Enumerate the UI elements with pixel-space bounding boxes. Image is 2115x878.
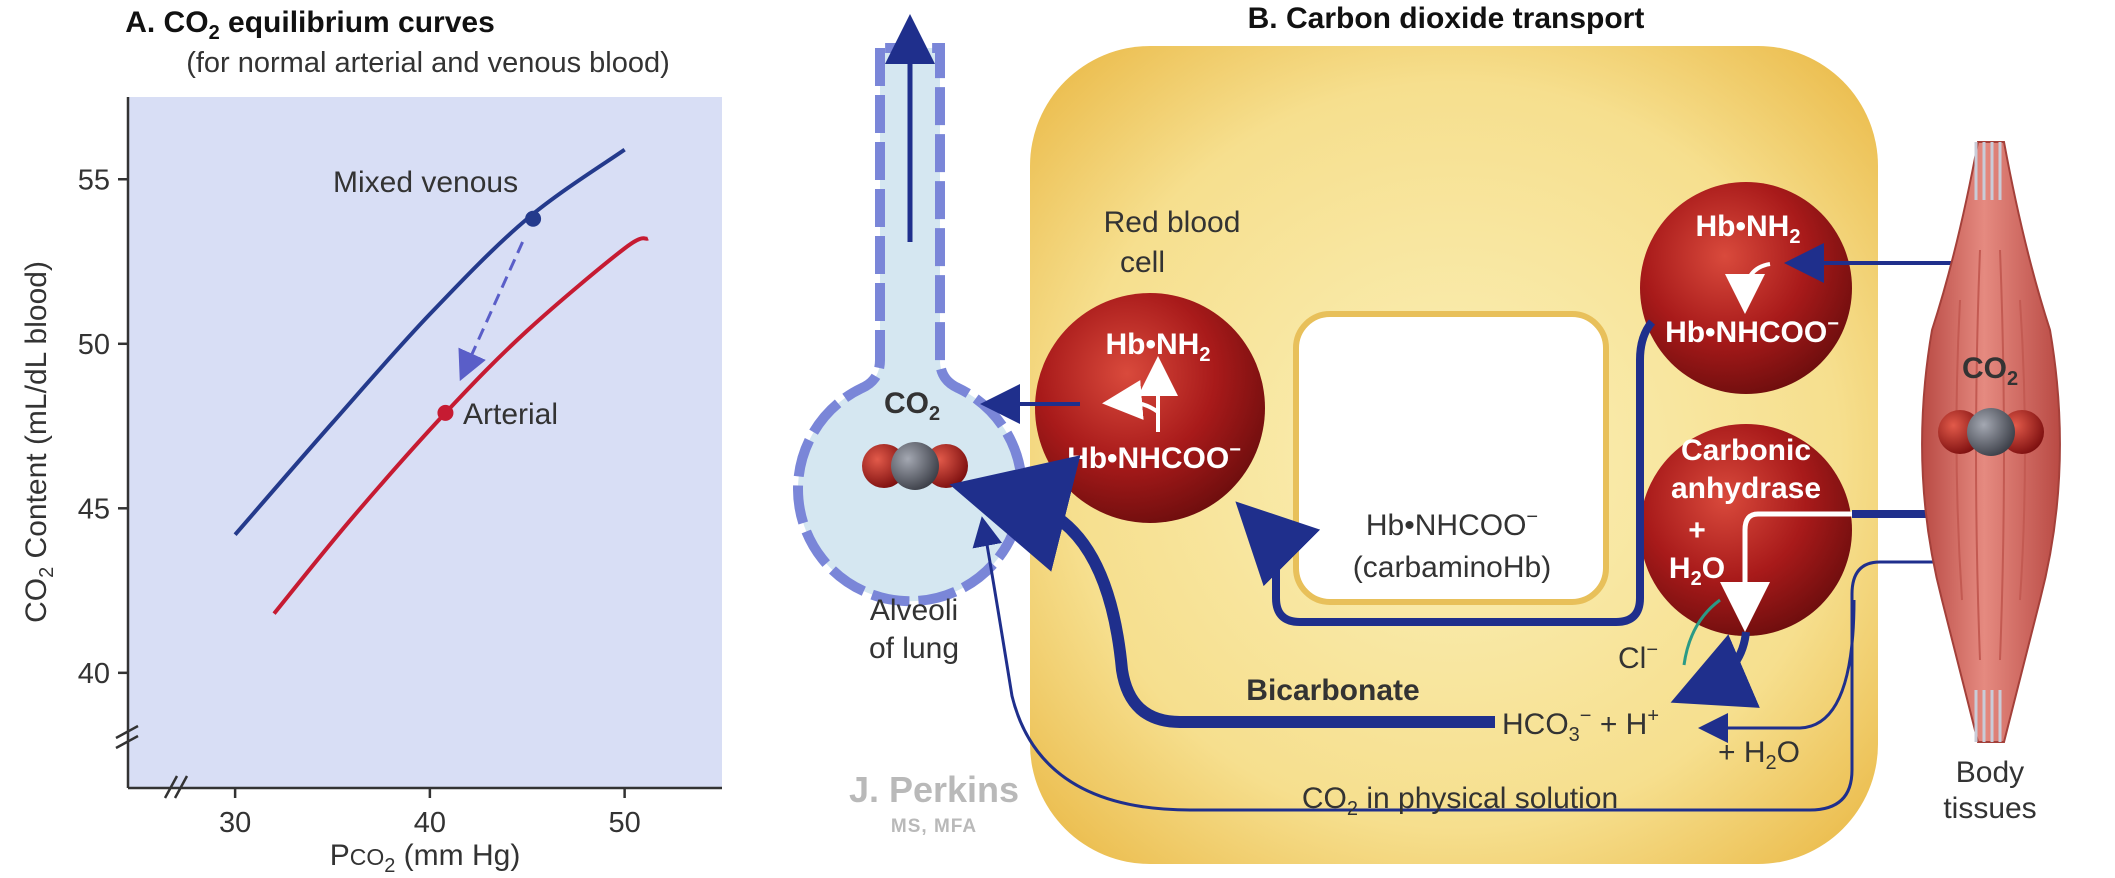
chloride-label: Cl− <box>1618 639 1658 675</box>
venous-to-arterial-arrow <box>458 241 524 382</box>
y-tick-label: 40 <box>78 658 110 690</box>
rbc-right-top-top: Hb•NH2 <box>1696 210 1801 248</box>
point-mixed-venous <box>525 210 542 227</box>
carbonic-anhydrase-line2: anhydrase <box>1671 472 1821 505</box>
alveoli-label-line1: Alveoli <box>870 594 958 627</box>
point-arterial <box>437 404 454 421</box>
chloride-shift-arrow <box>1682 598 1721 666</box>
hco3-equation: HCO3− + H+ <box>1502 705 1659 746</box>
y-axis-break <box>115 724 139 750</box>
physical-solution-label: CO2 in physical solution <box>1302 782 1618 820</box>
rbc-label-line2: cell <box>1120 246 1165 279</box>
series-line-arterial <box>272 236 649 615</box>
x-tick-label: 40 <box>414 807 446 839</box>
x-axis-label: PCO2 (mm Hg) <box>330 839 521 877</box>
carbamino-return-path <box>1235 319 1656 626</box>
rbc-right-bottom: Carbonic anhydrase + H2O <box>1640 424 1960 636</box>
rbc-left-bottom: Hb•NHCOO− <box>1067 439 1241 475</box>
y-axis-label: CO2 Content (mL/dL blood) <box>20 261 58 623</box>
axis-ticks: 30 40 50 40 45 50 55 <box>78 164 641 839</box>
label-mixed-venous: Mixed venous <box>333 166 518 199</box>
chart-title: A. CO2 equilibrium curves <box>125 6 495 44</box>
rbc-label-line1: Red blood <box>1104 206 1241 239</box>
carbamino-label-line2: (carbaminoHb) <box>1353 551 1551 584</box>
bicarbonate-label: Bicarbonate <box>1246 674 1419 707</box>
x-tick-label: 50 <box>608 807 640 839</box>
x-axis-break <box>163 775 189 799</box>
bicarbonate-path <box>949 455 1495 728</box>
carbamino-label-line1: Hb•NHCOO− <box>1366 506 1538 542</box>
tissue-label-line1: Body <box>1956 756 2024 789</box>
inner-window <box>1293 311 1609 605</box>
carbonic-anhydrase-water: H2O <box>1669 552 1725 590</box>
signature-degree: MS, MFA <box>891 816 977 837</box>
y-tick-label: 55 <box>78 164 110 196</box>
co2-molecule-icon <box>862 442 968 490</box>
y-tick-label: 45 <box>78 493 110 525</box>
tissue-co2-label: CO2 <box>1962 352 2018 390</box>
diagram-title: B. Carbon dioxide transport <box>1248 2 1645 35</box>
water-label: + H2O <box>1718 736 1800 774</box>
alveolus: CO2 Alveoli of lung <box>793 14 1027 665</box>
rbc-left-top: Hb•NH2 <box>1106 328 1211 366</box>
x-tick-label: 30 <box>219 807 251 839</box>
plot-area <box>128 97 722 788</box>
chart-subtitle: (for normal arterial and venous blood) <box>186 47 670 79</box>
label-arterial: Arterial <box>463 398 558 431</box>
carbonic-anhydrase-plus: + <box>1688 514 1706 547</box>
panel-b-diagram: B. Carbon dioxide transport CO2 Alveoli … <box>793 2 2061 864</box>
water-input-path <box>1698 599 1856 743</box>
tissue-label-line2: tissues <box>1943 792 2036 825</box>
hco3-exit-arrow <box>1670 631 1760 708</box>
rbc-left: Hb•NH2 Hb•NHCOO− <box>980 293 1265 523</box>
tissue-co2-molecule-icon <box>1938 408 2044 456</box>
y-tick-label: 50 <box>78 329 110 361</box>
alveoli-co2-label: CO2 <box>884 387 940 425</box>
series-line-mixed-venous <box>233 148 626 536</box>
carbonic-anhydrase-line1: Carbonic <box>1681 434 1811 467</box>
physical-solution-path <box>972 516 1960 812</box>
signature-name: J. Perkins <box>849 769 1019 810</box>
rbc-right-top-bottom: Hb•NHCOO− <box>1665 313 1839 349</box>
rbc-right-top: Hb•NH2 Hb•NHCOO− <box>1640 182 1978 394</box>
alveoli-label-line2: of lung <box>869 632 959 665</box>
panel-a-chart: A. CO2 equilibrium curves (for normal ar… <box>20 6 722 877</box>
